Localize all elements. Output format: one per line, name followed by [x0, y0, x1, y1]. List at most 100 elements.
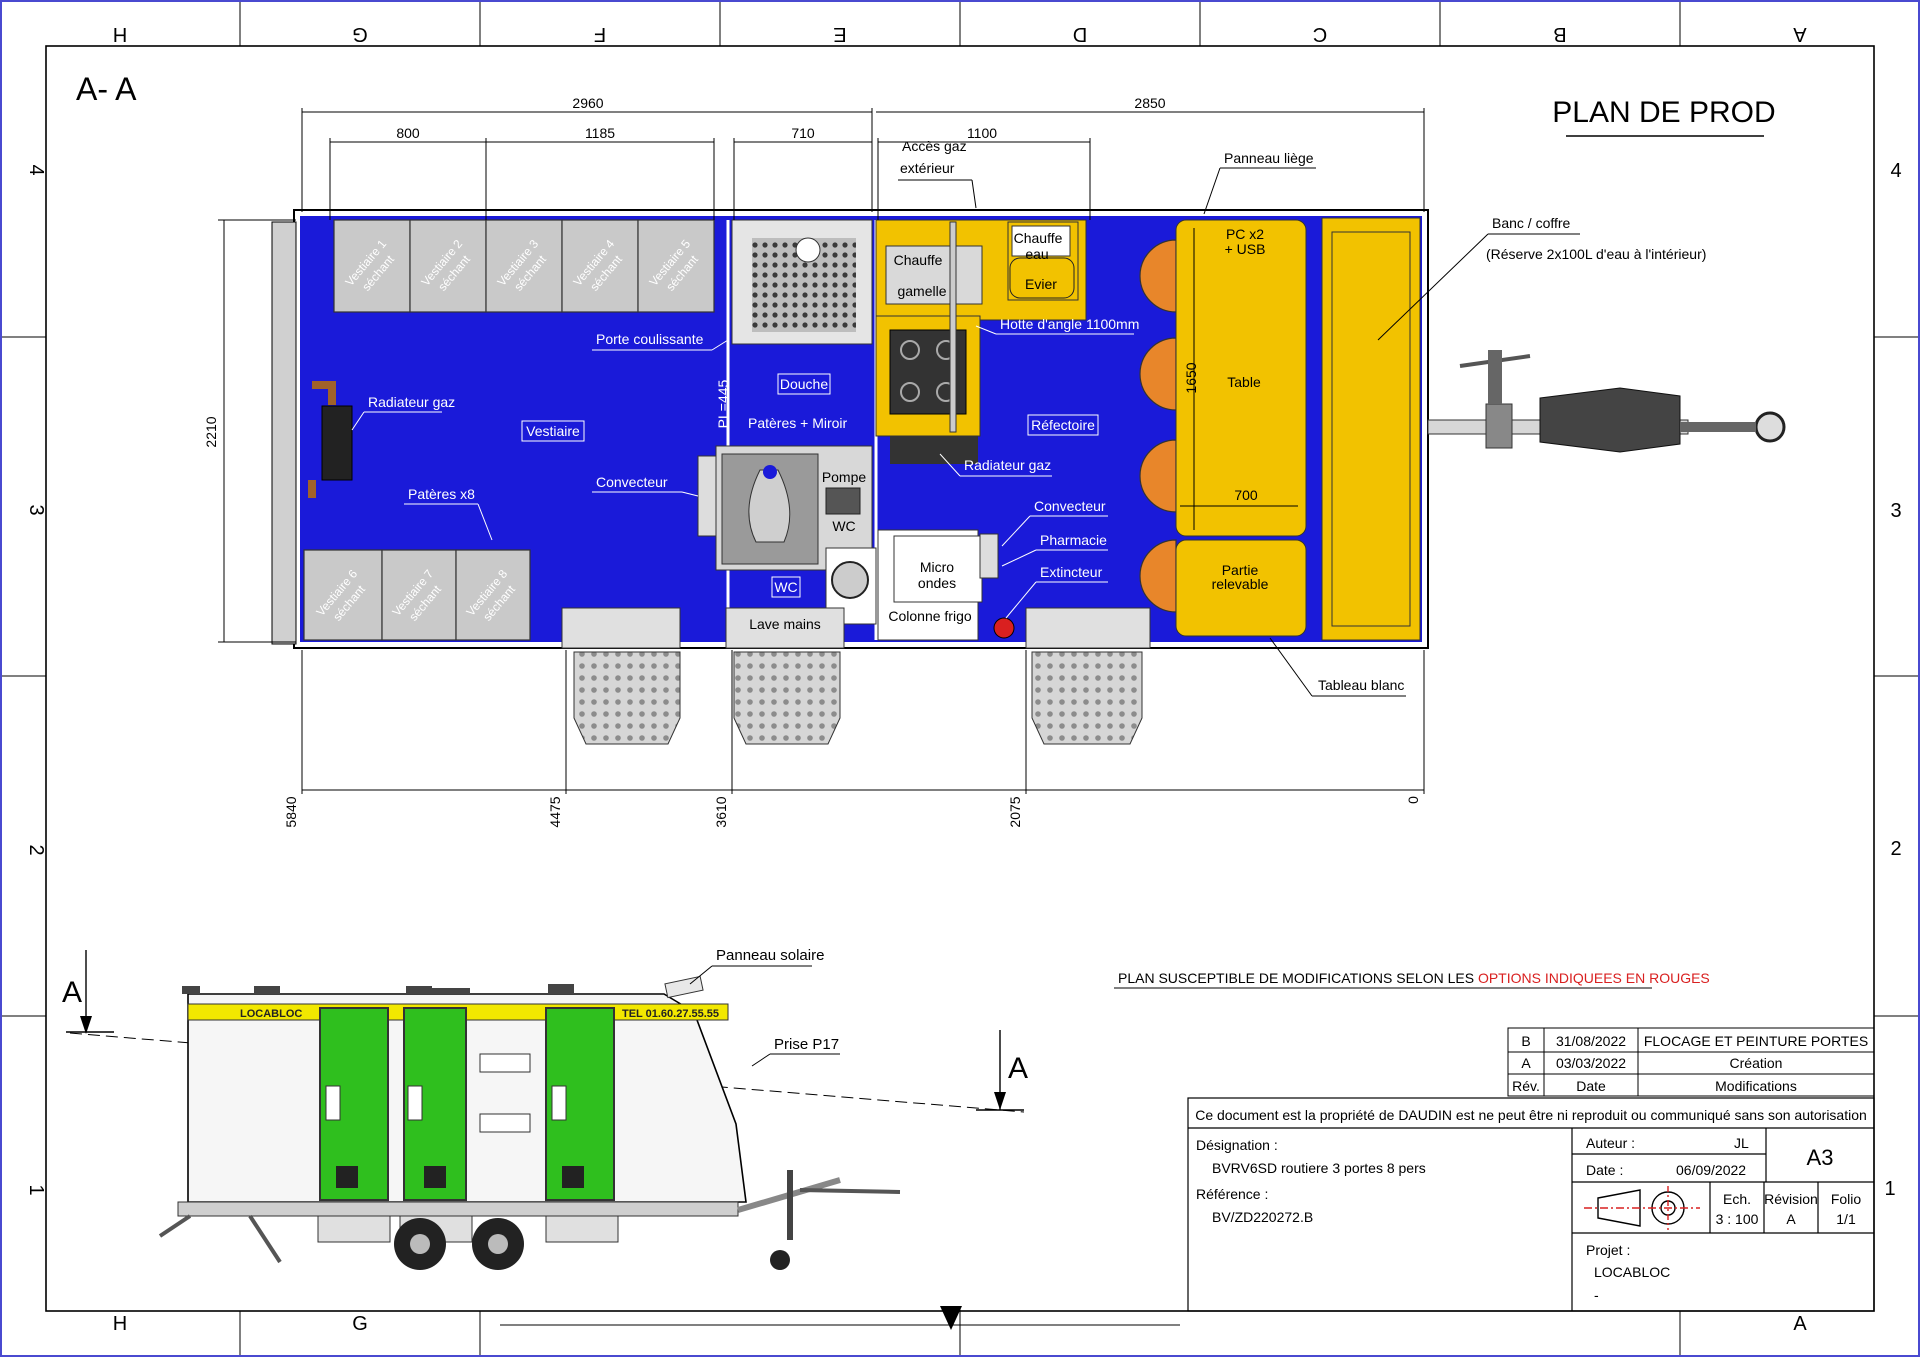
callout: Panneau solaire — [716, 947, 824, 964]
callout: (Réserve 2x100L d'eau à l'intérieur) — [1486, 246, 1706, 262]
bench-chest — [1321, 217, 1421, 641]
designation-label: Désignation : — [1196, 1137, 1278, 1153]
revision-cell: 31/08/2022 — [1556, 1033, 1626, 1049]
dimension-text: PL=445 — [715, 379, 731, 428]
callout: Prise P17 — [774, 1036, 839, 1053]
door-frame — [561, 607, 681, 649]
revision-header: Rév. — [1512, 1078, 1540, 1094]
locker — [409, 219, 487, 313]
dimension-text: 2075 — [1007, 796, 1023, 827]
food-warmer — [885, 245, 983, 305]
step — [733, 651, 841, 745]
locker — [637, 219, 715, 313]
roof-vents — [182, 984, 574, 994]
border-col-label: E — [833, 23, 846, 45]
border-row-label: 1 — [1884, 1178, 1895, 1200]
revision-header: Date — [1576, 1078, 1606, 1094]
callout: relevable — [1212, 576, 1269, 592]
step — [573, 651, 681, 745]
callout: Micro — [920, 559, 954, 575]
lockers-top — [333, 219, 715, 313]
note-prefix: PLAN SUSCEPTIBLE DE MODIFICATIONS SELON … — [1118, 970, 1478, 986]
border-col-labels-bottom: H G A — [113, 1313, 1808, 1335]
jockey-wheel — [770, 1250, 790, 1270]
callout: Evier — [1025, 276, 1057, 292]
toilet-flush — [763, 465, 777, 479]
door-grille — [336, 1166, 358, 1188]
hand-basin — [831, 561, 869, 599]
designation-value: BVRV6SD routiere 3 portes 8 pers — [1212, 1160, 1426, 1176]
window — [479, 1053, 531, 1073]
revision-cell: Création — [1730, 1055, 1783, 1071]
gas-radiator-left — [321, 405, 353, 481]
locker — [381, 549, 457, 641]
dimension-text: 1650 — [1183, 362, 1199, 393]
border-col-label: H — [113, 1313, 127, 1335]
locker — [485, 219, 563, 313]
wheel-hub — [488, 1234, 508, 1254]
reference-label: Référence : — [1196, 1186, 1268, 1202]
section-label: A- A — [76, 71, 137, 107]
title-block-cells: A3 Ech. 3 : 100 Révision A Folio 1/1 — [1716, 1145, 1862, 1227]
border-col-label: F — [594, 23, 606, 45]
border-col-labels-top: H G F E D C B A — [113, 23, 1807, 45]
stools — [1139, 239, 1177, 613]
revision-value: A — [1786, 1211, 1796, 1227]
microwave — [893, 535, 983, 603]
callout-leader — [751, 1053, 771, 1067]
callout: Patères x8 — [408, 486, 475, 502]
hood-pipe — [949, 221, 957, 433]
border-row-label: 2 — [1890, 838, 1901, 860]
border-row-label: 3 — [25, 504, 47, 515]
projection-symbol-icon — [1584, 1186, 1700, 1230]
note-red: OPTIONS INDIQUEES EN ROUGES — [1478, 970, 1710, 986]
room-label: WC — [774, 579, 797, 595]
callout: ondes — [918, 575, 956, 591]
border-col-label: B — [1553, 23, 1566, 45]
dimension-text: 5840 — [283, 796, 299, 827]
callout: Porte coulissante — [596, 331, 704, 347]
folio-label: Folio — [1831, 1191, 1862, 1207]
author-value: JL — [1734, 1135, 1749, 1151]
border-row-label: 4 — [1890, 160, 1901, 182]
reference-value: BV/ZD220272.B — [1212, 1209, 1313, 1225]
revision-cells: B 31/08/2022 FLOCAGE ET PEINTURE PORTES … — [1512, 1033, 1868, 1094]
section-arrow-left — [80, 1016, 92, 1034]
locker — [455, 549, 531, 641]
brand-text: LOCABLOC — [240, 1008, 302, 1020]
callout: Accès gaz — [902, 138, 967, 154]
wheel-hub — [410, 1234, 430, 1254]
project-label: Projet : — [1586, 1242, 1630, 1258]
callout: Convecteur — [1034, 498, 1106, 514]
room-label: Vestiaire — [526, 423, 580, 439]
door-frame — [1025, 607, 1151, 649]
dimension-text: 700 — [1234, 487, 1258, 503]
dimension-text: 2960 — [572, 95, 603, 111]
folio-value: 1/1 — [1836, 1211, 1856, 1227]
callout: Lave mains — [749, 616, 821, 632]
sink — [1009, 257, 1075, 299]
callout: WC — [832, 518, 855, 534]
locker — [333, 219, 411, 313]
room-label: Réfectoire — [1031, 417, 1095, 433]
title-block — [1187, 1097, 1875, 1312]
folding-table-part — [1175, 539, 1307, 637]
water-heater — [1011, 225, 1071, 257]
modification-note: PLAN SUSCEPTIBLE DE MODIFICATIONS SELON … — [1118, 970, 1710, 986]
scale-value: 3 : 100 — [1716, 1211, 1759, 1227]
border-col-label: G — [352, 1313, 368, 1335]
callout: Hotte d'angle 1100mm — [1000, 316, 1139, 332]
stabilizer — [248, 1214, 282, 1264]
revision-label: Révision — [1764, 1191, 1818, 1207]
date-label: Date : — [1586, 1162, 1623, 1178]
callout: Pompe — [822, 469, 867, 485]
callout: Banc / coffre — [1492, 215, 1571, 231]
section-arrow-right — [994, 1092, 1006, 1110]
dimension-lines — [218, 108, 1425, 794]
locker — [561, 219, 639, 313]
callout: Tableau blanc — [1318, 677, 1404, 693]
bench-lid — [1331, 231, 1411, 627]
toilet — [748, 469, 791, 543]
